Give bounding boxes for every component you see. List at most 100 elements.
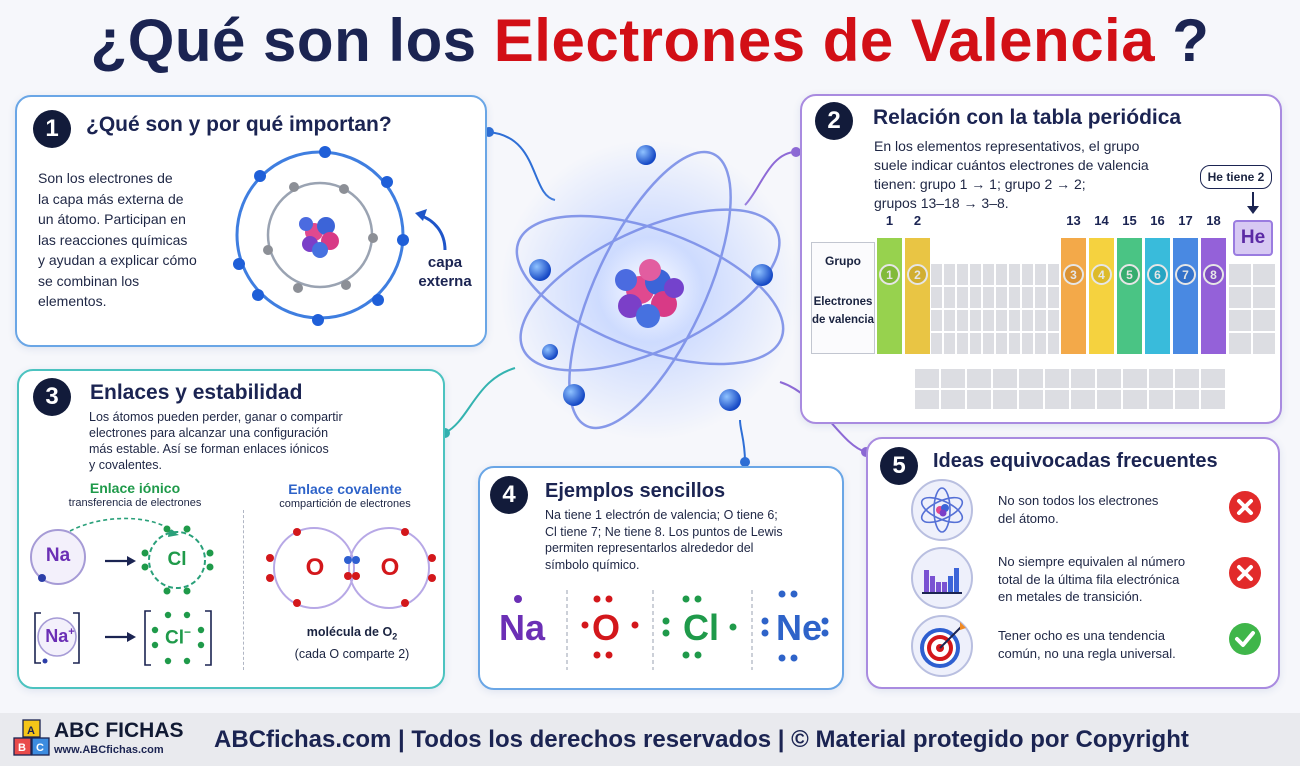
valence-badge-17: 7 [1175, 264, 1196, 285]
group-number-14: 14 [1094, 213, 1109, 228]
group-column-15 [1116, 237, 1143, 355]
grey-table-cell [969, 263, 982, 286]
grey-table-cell [1021, 309, 1034, 332]
grey-table-cell [982, 332, 995, 355]
grey-table-cell [956, 332, 969, 355]
group-column-1 [876, 237, 903, 355]
lanthanide-cell [1174, 368, 1200, 389]
chlorine-atom-label: Cl [167, 549, 187, 570]
lewis-ne: Ne [775, 607, 823, 648]
grey-table-cell [1021, 263, 1034, 286]
valence-badge-14: 4 [1091, 264, 1112, 285]
lanthanide-cell [1018, 368, 1044, 389]
grey-table-cell [1008, 332, 1021, 355]
grey-table-cell [1034, 263, 1047, 286]
lanthanide-cell [992, 389, 1018, 410]
group-number-1: 1 [885, 213, 894, 228]
check-icon [1229, 623, 1261, 655]
lanthanide-cell [1200, 368, 1226, 389]
group-column-13 [1060, 237, 1087, 355]
row-label-valence: Electrones de valencia [811, 296, 874, 326]
grey-table-cell [969, 286, 982, 309]
lanthanide-cell [940, 368, 966, 389]
lanthanide-cell [1070, 368, 1096, 389]
grey-table-cell [995, 332, 1008, 355]
lanthanide-cell [914, 389, 940, 410]
grey-table-cell [943, 286, 956, 309]
grey-table-cell [1252, 286, 1276, 309]
valence-badge-13: 3 [1063, 264, 1084, 285]
grey-table-cell [956, 286, 969, 309]
lanthanide-cell [966, 368, 992, 389]
lewis-cl: Cl [683, 607, 719, 648]
svg-text:C: C [36, 742, 44, 754]
curved-arrow-icon [415, 209, 447, 251]
section2-text: En los elementos representativos, el gru… [874, 138, 1149, 211]
lanthanide-cell [1122, 368, 1148, 389]
footer-copyright: ABCfichas.com | Todos los derechos reser… [214, 726, 1189, 753]
section4-title: Ejemplos sencillos [545, 480, 726, 502]
lanthanide-cell [966, 389, 992, 410]
grey-table-cell [956, 263, 969, 286]
grey-table-cell [995, 309, 1008, 332]
panel-what-are [15, 95, 487, 347]
lanthanide-cell [1070, 389, 1096, 410]
grey-table-cell [1034, 332, 1047, 355]
group-column-17 [1172, 237, 1199, 355]
covalent-bond-diagram [266, 527, 436, 609]
central-atom-illustration [500, 140, 800, 440]
svg-text:B: B [18, 742, 26, 754]
panel-examples [478, 466, 844, 690]
valence-badge-1: 1 [879, 264, 900, 285]
svg-text:A: A [27, 725, 35, 737]
lanthanide-cell [1044, 389, 1070, 410]
lanthanide-cell [1122, 389, 1148, 410]
group-column-16 [1144, 237, 1171, 355]
grey-table-cell [969, 332, 982, 355]
misconception-3-text: Tener ocho es una tendencia común, no un… [998, 628, 1176, 661]
lanthanide-cell [1096, 368, 1122, 389]
grey-table-cell [1252, 309, 1276, 332]
grey-table-cell [1228, 286, 1252, 309]
outer-shell-label: capa externa [418, 254, 472, 290]
grey-table-cell [930, 263, 943, 286]
grey-table-cell [930, 332, 943, 355]
group-column-18 [1200, 237, 1227, 355]
grey-table-cell [1228, 332, 1252, 355]
bond-divider [243, 510, 244, 670]
lanthanide-cell [1174, 389, 1200, 410]
footer-brand-url[interactable]: www.ABCfichas.com [54, 744, 164, 756]
panel-bonds [17, 369, 445, 689]
grey-table-cell [1047, 332, 1060, 355]
grey-table-cell [1021, 332, 1034, 355]
section2-title: Relación con la tabla periódica [873, 106, 1182, 129]
grey-table-cell [1008, 263, 1021, 286]
section-number-5: 5 [880, 447, 918, 485]
section1-title: ¿Qué son y por qué importan? [86, 113, 392, 136]
group-column-2 [904, 237, 931, 355]
sodium-atom-label: Na [45, 545, 71, 566]
o2-molecule-caption: molécula de O2 (cada O comparte 2) [294, 625, 410, 661]
lewis-na: Na [498, 607, 546, 648]
group-number-15: 15 [1122, 213, 1137, 228]
footer: A B C ABC FICHAS www.ABCfichas.com ABCfi… [0, 713, 1300, 766]
grey-table-cell [1047, 263, 1060, 286]
grey-table-cell [930, 309, 943, 332]
grey-table-cell [982, 263, 995, 286]
section3-title: Enlaces y estabilidad [90, 381, 303, 404]
grey-table-cell [930, 286, 943, 309]
valence-badge-2: 2 [907, 264, 928, 285]
lanthanide-cell [1044, 368, 1070, 389]
grey-table-cell [943, 332, 956, 355]
grey-table-cell [1228, 309, 1252, 332]
grey-table-cell [995, 263, 1008, 286]
page-title: ¿Qué son los Electrones de Valencia ? [90, 7, 1210, 74]
atom-shells-icon [233, 146, 409, 326]
grey-table-cell [1252, 332, 1276, 355]
grey-table-cell [1228, 263, 1252, 286]
section-number-4: 4 [490, 476, 528, 514]
abc-blocks-logo-icon: A B C [13, 719, 50, 756]
oxygen-atom-right-label: O [380, 554, 400, 581]
section1-text: Son los electrones de la capa más extern… [38, 170, 197, 309]
group-number-18: 18 [1206, 213, 1221, 228]
